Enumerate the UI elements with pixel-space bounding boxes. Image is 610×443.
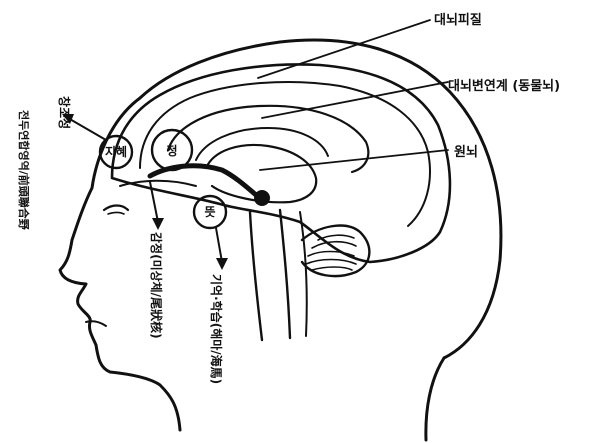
corpus-callosum xyxy=(150,166,262,200)
neck-outline xyxy=(426,358,444,440)
cerebellum-folia xyxy=(306,235,356,270)
emotion-circle-label: 정 xyxy=(166,143,177,158)
cortex-label: 대뇌피질 xyxy=(434,12,482,28)
emotion-label: 감정(미상체/尾狀核) xyxy=(149,232,164,339)
cortex-inner-ring xyxy=(140,82,430,226)
will-circle-label: 뜻 xyxy=(204,205,215,219)
prefrontal-sub-label: 전두연합영역/前頭聯合野 xyxy=(17,110,31,230)
brainstem-left xyxy=(250,212,262,340)
brainstem-label: 원뇌 xyxy=(454,144,478,160)
frontal-lobe-contour xyxy=(120,181,196,186)
memory-label: 기억·학습(해마/海馬) xyxy=(209,274,224,384)
limbic-label: 대뇌변연계 (동물뇌) xyxy=(448,78,560,94)
eye-icon xyxy=(104,206,128,211)
cortex-leader-line xyxy=(258,20,430,78)
cerebellum-outline xyxy=(302,226,369,277)
spinal-canal-right xyxy=(300,212,307,336)
intellect-circle: 지혜 xyxy=(100,136,132,168)
prefrontal-title-label: 창조성 xyxy=(57,96,72,129)
emotion-circle: 정 xyxy=(152,130,192,170)
memory-arrow xyxy=(216,228,228,270)
brainstem-leader-line xyxy=(260,150,448,170)
brainstem-node xyxy=(254,190,270,206)
intellect-circle-label: 지혜 xyxy=(105,144,127,159)
head-outline xyxy=(60,40,501,430)
brainstem-right xyxy=(280,210,290,338)
